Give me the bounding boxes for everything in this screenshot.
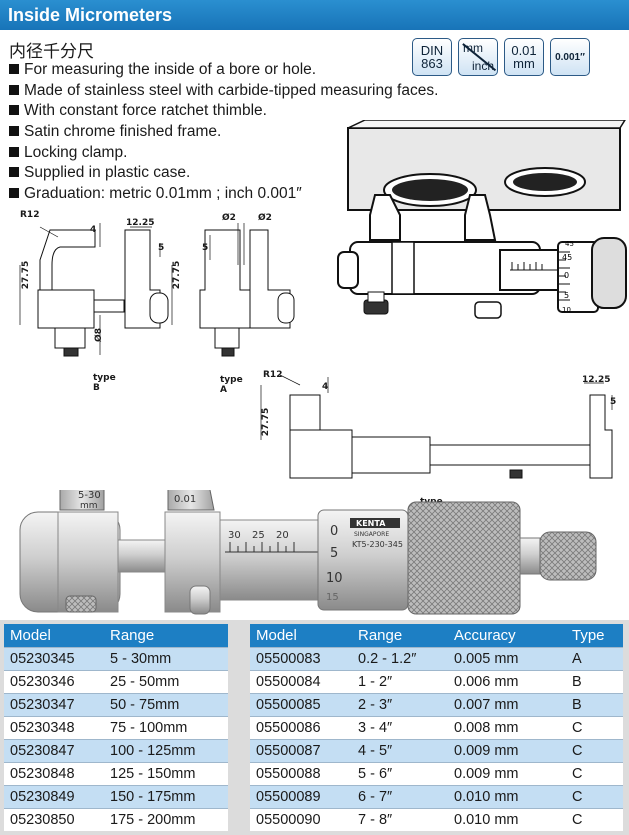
feature-item: Locking clamp. (9, 143, 438, 164)
thimble-scale-label: 45 (562, 253, 572, 262)
sleeve-scale-label: 20 (276, 530, 289, 541)
model-engraving: KT5-230-345 (352, 540, 403, 549)
feature-item: Supplied in plastic case. (9, 163, 438, 184)
dim-label: 12.25 (126, 218, 155, 228)
product-photo: 5-30 mm 0.01 30 25 20 0 5 10 15 KENTA SI… (19, 490, 597, 615)
micrometer-in-bore-illustration: 45 45 0 5 10 (337, 120, 627, 319)
dim-label: 12.25 (582, 375, 611, 385)
feature-item: For measuring the inside of a bore or ho… (9, 60, 438, 81)
feature-item: Graduation: metric 0.01mm ; inch 0.001″ (9, 184, 438, 205)
column-header-accuracy: Accuracy (448, 624, 566, 647)
column-header-range: Range (352, 624, 448, 647)
din-863-badge: DIN 863 (412, 38, 452, 76)
dim-label: Ø2 (222, 213, 236, 223)
thimble-scale-label: 5 (330, 546, 338, 561)
bullet-square-icon (9, 146, 19, 157)
dim-label: R12 (263, 370, 283, 380)
jaw-unit-engraving: mm (80, 501, 98, 511)
column-header-type: Type (566, 624, 623, 647)
dim-label: R12 (20, 210, 40, 220)
thimble-scale-label: 5 (564, 291, 569, 300)
thimble-scale-label: 10 (562, 306, 571, 314)
feature-item: With constant force ratchet thimble. (9, 101, 438, 122)
bullet-square-icon (9, 188, 19, 199)
dimension-drawing (19, 223, 613, 479)
mm-inch-badge: mm inch (458, 38, 498, 76)
bullet-square-icon (9, 64, 19, 74)
brand-logo: KENTA (356, 519, 386, 528)
column-header-model: Model (250, 624, 352, 647)
dim-label: 27.75 (172, 260, 183, 290)
resolution-mm-badge: 0.01 mm (504, 38, 544, 76)
table-header-row: Model Range (4, 624, 228, 647)
column-header-range: Range (104, 624, 228, 647)
type-a-label: type A (220, 375, 243, 395)
table-header-row: Model Range Accuracy Type (250, 624, 623, 647)
thimble-scale-label: 45 (565, 240, 574, 248)
dim-label: 4 (90, 225, 97, 235)
page-title: Inside Micrometers (0, 0, 629, 30)
bullet-square-icon (9, 105, 19, 116)
brand-subtext: SINGAPORE (354, 531, 389, 538)
spec-badges: DIN 863 mm inch 0.01 mm 0.001″ (412, 38, 590, 76)
column-header-model: Model (4, 624, 104, 647)
dim-label: Ø2 (258, 213, 272, 223)
sleeve-scale-label: 25 (252, 530, 265, 541)
thimble-scale-label: 0 (564, 271, 569, 280)
jaw-range-engraving: 5-30 (78, 490, 101, 501)
dim-label: Ø8 (93, 328, 104, 342)
thimble-scale-label: 15 (326, 592, 339, 603)
chinese-subtitle: 内径千分尺 (9, 42, 94, 62)
sleeve-scale-label: 30 (228, 530, 241, 541)
resolution-inch-badge: 0.001″ (550, 38, 590, 76)
dim-label: 5 (158, 243, 165, 253)
bullet-square-icon (9, 167, 19, 178)
dim-label: 4 (322, 382, 329, 392)
dim-label: 5 (610, 397, 617, 407)
thimble-scale-label: 0 (330, 524, 338, 539)
dim-label: 5 (202, 243, 209, 253)
thimble-scale-label: 10 (326, 571, 343, 586)
bullet-square-icon (9, 126, 19, 137)
dim-label: 27.75 (21, 260, 32, 290)
type-b-label: type B (93, 373, 116, 393)
dim-label: 27.75 (261, 407, 272, 437)
feature-item: Satin chrome finished frame. (9, 122, 438, 143)
feature-item: Made of stainless steel with carbide-tip… (9, 81, 438, 102)
feature-list: For measuring the inside of a bore or ho… (9, 60, 438, 205)
jaw-resolution-engraving: 0.01 (174, 494, 196, 505)
bullet-square-icon (9, 84, 19, 95)
